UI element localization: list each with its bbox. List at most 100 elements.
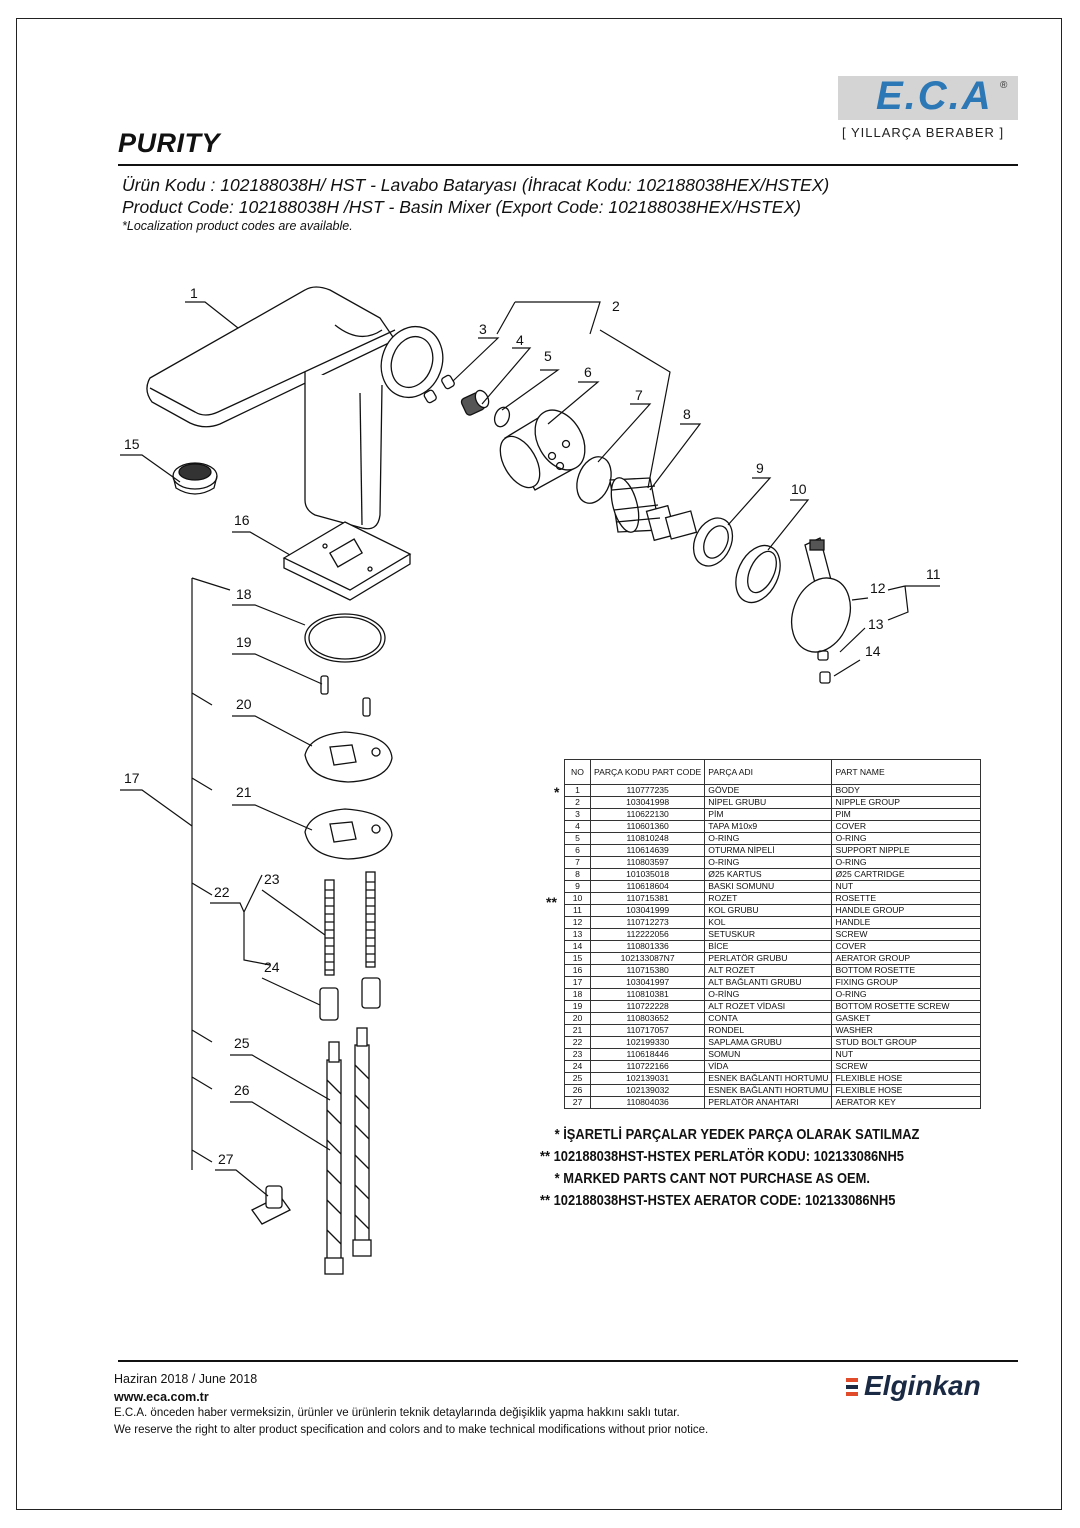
part-rosette-illustration (735, 544, 781, 604)
marker-aerator-code: ** (546, 894, 557, 910)
callout-12: 12 (870, 580, 886, 596)
cell-part-code: 110777235 (589, 784, 706, 797)
callout-20: 20 (236, 696, 252, 712)
callout-22: 22 (214, 884, 230, 900)
footer-date: Haziran 2018 / June 2018 (114, 1372, 258, 1386)
cell-no: 14 (564, 940, 591, 953)
cell-no: 7 (564, 856, 591, 869)
cell-part-name-tr: CONTA (704, 1012, 833, 1025)
cell-part-name-en: HANDLE (831, 916, 982, 929)
part-washer-illustration (304, 808, 393, 860)
part-nut-screw-illustration (319, 987, 339, 1021)
cell-part-name-en: O-RING (831, 856, 982, 869)
cell-part-code: 103041998 (589, 796, 706, 809)
cell-part-name-en: AERATOR GROUP (831, 952, 982, 965)
cell-part-code: 110618446 (589, 1048, 706, 1061)
part-stud-bolt-illustration (324, 871, 376, 976)
cell-part-name-en: SCREW (831, 928, 982, 941)
eca-logo: E.C.A (876, 74, 993, 118)
cell-part-name-tr: ALT ROZET (704, 964, 833, 977)
cell-no: 9 (564, 880, 591, 893)
cell-no: 13 (564, 928, 591, 941)
cell-part-name-en: COVER (831, 820, 982, 833)
part-bottom-screw-illustration (320, 675, 329, 695)
part-aerator-illustration (172, 462, 218, 495)
cell-part-code: 110810381 (589, 988, 706, 1001)
part-cover-illustration (460, 389, 490, 416)
callout-18: 18 (236, 586, 252, 602)
cell-part-name-en: O-RING (831, 832, 982, 845)
part-bottom-rosette-illustration (282, 521, 412, 601)
part-nut-illustration (692, 517, 734, 567)
cell-part-name-en: SCREW (831, 1060, 982, 1073)
cell-part-code: 110717057 (589, 1024, 706, 1037)
cell-part-name-tr: TAPA M10x9 (704, 820, 833, 833)
product-code-english: Product Code: 102188038H /HST - Basin Mi… (122, 197, 801, 217)
cell-no: 23 (564, 1048, 591, 1061)
cell-part-name-en: SUPPORT NIPPLE (831, 844, 982, 857)
cell-part-name-tr: PERLATÖR GRUBU (704, 952, 833, 965)
part-aerator-key-illustration (251, 1185, 291, 1225)
cell-no: 16 (564, 964, 591, 977)
cell-part-name-tr: GÖVDE (704, 784, 833, 797)
col-part-name-en: PART NAME (831, 759, 982, 785)
cell-part-code: 103041997 (589, 976, 706, 989)
cell-part-code: 110801336 (589, 940, 706, 953)
cell-part-name-tr: KOL (704, 916, 833, 929)
cell-part-code: 102139032 (589, 1084, 706, 1097)
spare-part-notes: * İŞARETLİ PARÇALAR YEDEK PARÇA OLARAK S… (540, 1124, 919, 1212)
cell-part-code: 110614639 (589, 844, 706, 857)
cell-part-name-tr: SETUSKUR (704, 928, 833, 941)
header-divider (118, 164, 1018, 166)
cell-part-name-en: STUD BOLT GROUP (831, 1036, 982, 1049)
callout-19: 19 (236, 634, 252, 650)
callout-24: 24 (264, 959, 280, 975)
callout-8: 8 (683, 406, 691, 422)
callout-4: 4 (516, 332, 524, 348)
cell-part-name-tr: ROZET (704, 892, 833, 905)
cell-part-name-tr: OTURMA NİPELİ (704, 844, 833, 857)
cell-no: 18 (564, 988, 591, 1001)
cell-part-code: 102199330 (589, 1036, 706, 1049)
cell-no: 6 (564, 844, 591, 857)
note-aerator-code-en: ** 102188038HST-HSTEX AERATOR CODE: 1021… (540, 1192, 896, 1209)
callout-1: 1 (190, 285, 198, 301)
cell-part-name-tr: SOMUN (704, 1048, 833, 1061)
col-part-code: PARÇA KODU PART CODE (589, 759, 706, 785)
cell-part-name-tr: PERLATÖR ANAHTARI (704, 1096, 833, 1109)
website-link[interactable]: www.eca.com.tr (114, 1390, 209, 1404)
cell-part-name-en: WASHER (831, 1024, 982, 1037)
cell-part-name-tr: NİPEL GRUBU (704, 796, 833, 809)
cell-part-code: 110618604 (589, 880, 706, 893)
cell-no: 1 (564, 784, 591, 797)
cell-part-name-en: FLEXIBLE HOSE (831, 1084, 982, 1097)
cell-part-code: 110622130 (589, 808, 706, 821)
cell-no: 22 (564, 1036, 591, 1049)
cell-part-name-en: NUT (831, 1048, 982, 1061)
cell-part-name-en: BODY (831, 784, 982, 797)
cell-part-name-en: O-RING (831, 988, 982, 1001)
cell-no: 25 (564, 1072, 591, 1085)
note-aerator-code-tr: ** 102188038HST-HSTEX PERLATÖR KODU: 102… (540, 1148, 904, 1165)
part-cartridge-illustration (609, 477, 698, 542)
cell-part-code: 110601360 (589, 820, 706, 833)
cell-part-name-en: PIM (831, 808, 982, 821)
cell-part-code: 110715380 (589, 964, 706, 977)
cell-part-code: 110715381 (589, 892, 706, 905)
product-code-turkish: Ürün Kodu : 102188038H/ HST - Lavabo Bat… (122, 175, 830, 195)
cell-part-name-tr: RONDEL (704, 1024, 833, 1037)
callout-9: 9 (756, 460, 764, 476)
part-oring-illustration (493, 406, 511, 428)
